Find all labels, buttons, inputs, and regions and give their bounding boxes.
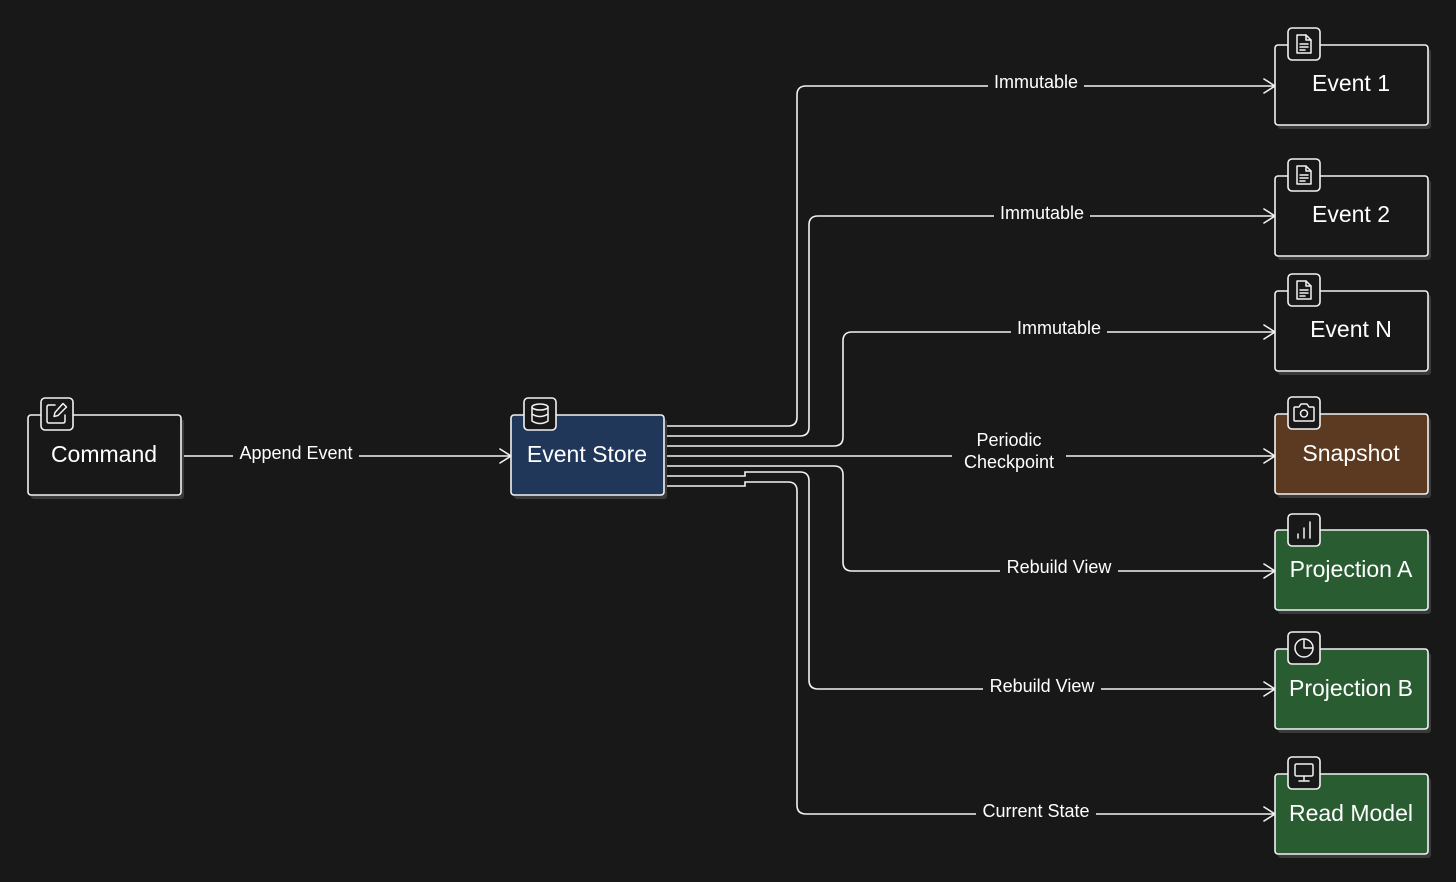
edge-label-current-state: Current State <box>982 801 1089 821</box>
edge-label-rebuild-view-a: Rebuild View <box>1007 557 1113 577</box>
pie-chart-icon <box>1287 631 1321 665</box>
database-icon <box>523 397 557 431</box>
document-icon <box>1287 27 1321 61</box>
edge-label-checkpoint: Checkpoint <box>964 452 1054 472</box>
document-icon <box>1287 273 1321 307</box>
edge-append-event: Append Event <box>181 442 512 464</box>
edge-rebuild-view-b: Rebuild View <box>664 471 1276 698</box>
node-label-projection-a: Projection A <box>1290 556 1413 582</box>
edit-icon <box>40 397 74 431</box>
edge-label-immutable-1: Immutable <box>994 72 1078 92</box>
edge-label-immutable-2: Immutable <box>1000 203 1084 223</box>
node-snapshot: Snapshot <box>1274 396 1431 498</box>
document-icon <box>1287 158 1321 192</box>
node-event-2: Event 2 <box>1274 158 1431 260</box>
node-label-event-2: Event 2 <box>1312 201 1390 227</box>
edge-periodic-checkpoint: Periodic Checkpoint <box>664 428 1276 476</box>
node-command: Command <box>27 397 184 499</box>
edge-immutable-event-n: Immutable <box>664 318 1276 447</box>
node-event-1: Event 1 <box>1274 27 1431 129</box>
node-projection-b: Projection B <box>1274 631 1431 733</box>
node-read-model: Read Model <box>1274 756 1431 858</box>
bar-chart-icon <box>1287 513 1321 547</box>
edge-immutable-event-2: Immutable <box>664 203 1276 437</box>
node-label-event-store: Event Store <box>527 441 647 467</box>
node-label-event-1: Event 1 <box>1312 70 1390 96</box>
edge-label-immutable-n: Immutable <box>1017 318 1101 338</box>
edge-label-periodic: Periodic <box>976 430 1041 450</box>
node-event-n: Event N <box>1274 273 1431 375</box>
edge-rebuild-view-a: Rebuild View <box>664 465 1276 579</box>
edge-immutable-event-1: Immutable <box>664 72 1276 427</box>
edge-current-state: Current State <box>664 481 1276 823</box>
node-label-projection-b: Projection B <box>1289 675 1413 701</box>
node-label-event-n: Event N <box>1310 316 1392 342</box>
node-label-read-model: Read Model <box>1289 800 1413 826</box>
edge-label-append-event: Append Event <box>239 443 352 463</box>
camera-icon <box>1287 396 1321 430</box>
node-label-snapshot: Snapshot <box>1302 440 1400 466</box>
edge-label-rebuild-view-b: Rebuild View <box>990 676 1096 696</box>
monitor-icon <box>1287 756 1321 790</box>
node-projection-a: Projection A <box>1274 513 1431 614</box>
node-event-store: Event Store <box>510 397 667 499</box>
node-label-command: Command <box>51 441 157 467</box>
